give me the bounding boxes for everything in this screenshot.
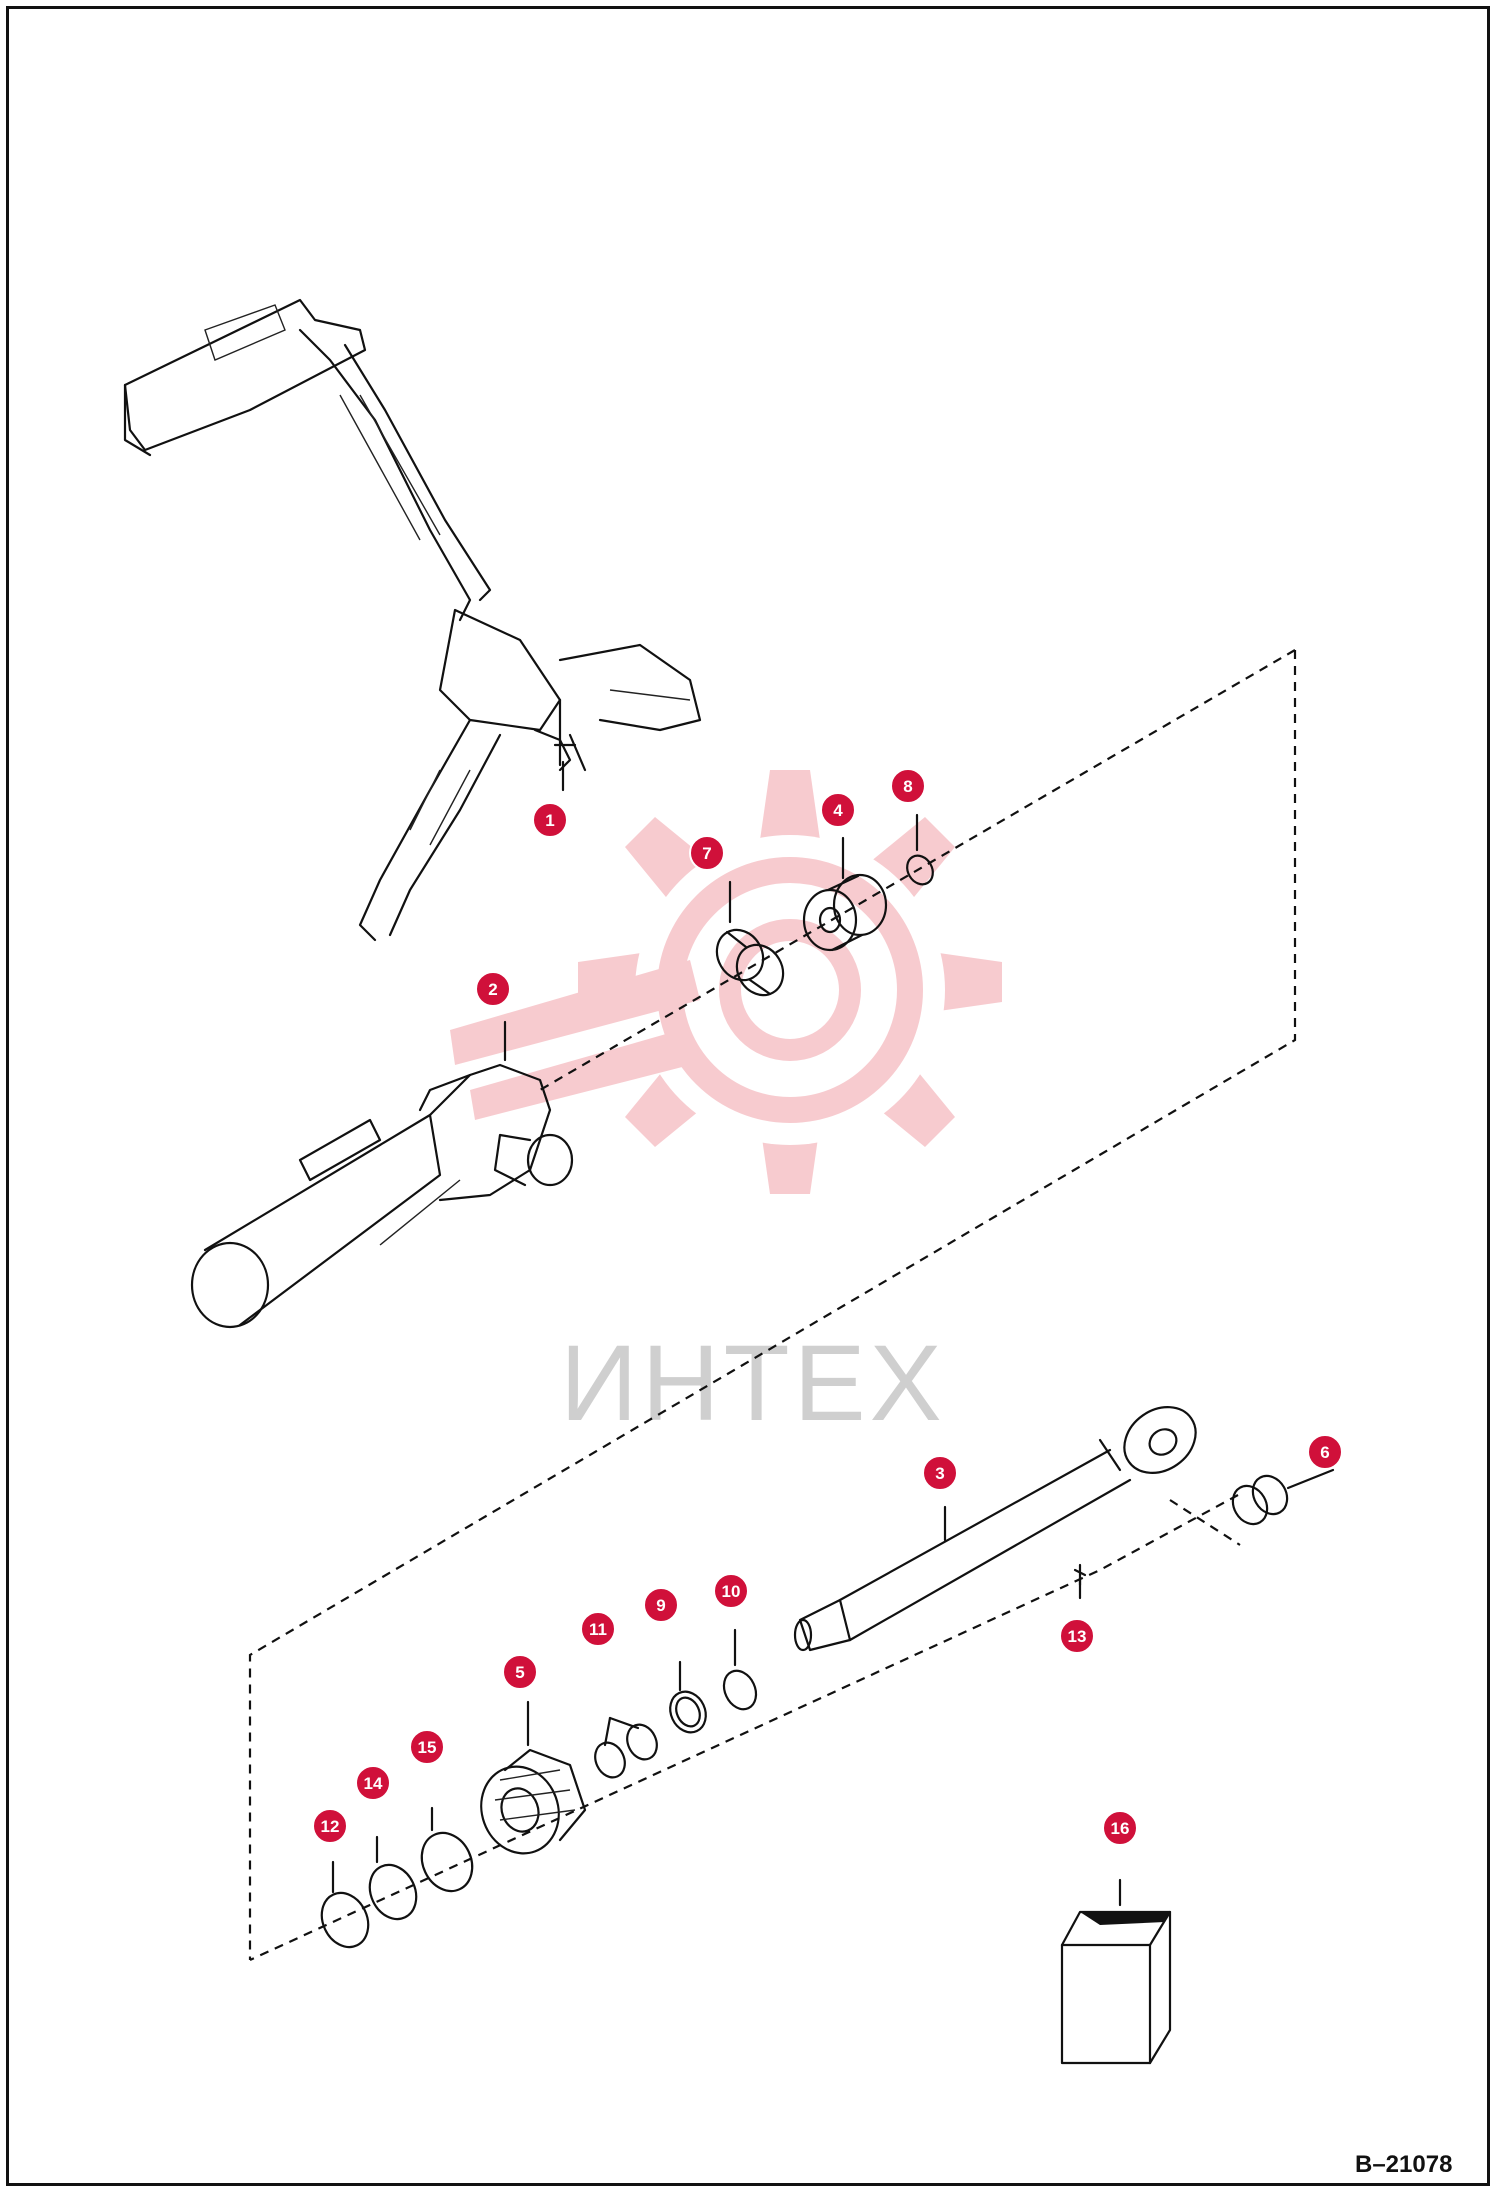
seal-9-drawing	[669, 1690, 707, 1734]
callout-badge-6[interactable]	[1307, 1434, 1343, 1470]
callout-6[interactable]: 6	[1307, 1434, 1343, 1470]
callout-badge-12[interactable]	[312, 1808, 348, 1844]
seal-ring-10-drawing	[722, 1669, 758, 1711]
callout-label-7: 7	[702, 844, 711, 863]
callout-15[interactable]: 15	[409, 1729, 445, 1765]
callout-badge-11[interactable]	[580, 1611, 616, 1647]
seal-kit-16-drawing	[1060, 1910, 1172, 2065]
callout-16[interactable]: 16	[1102, 1810, 1138, 1846]
callout-badge-10[interactable]	[713, 1573, 749, 1609]
callout-label-9: 9	[656, 1596, 665, 1615]
rod-bushing-6-drawing	[1231, 1474, 1289, 1526]
callout-badge-5[interactable]	[502, 1654, 538, 1690]
assembly-axis-dashed	[249, 649, 1296, 1961]
callout-badge-14[interactable]	[355, 1765, 391, 1801]
callout-1[interactable]: 1	[532, 802, 568, 838]
callout-label-16: 16	[1111, 1819, 1130, 1838]
callout-label-1: 1	[545, 811, 554, 830]
callout-badge-1[interactable]	[532, 802, 568, 838]
callout-label-11: 11	[589, 1620, 607, 1639]
callout-4[interactable]: 4	[820, 792, 856, 828]
callout-5[interactable]: 5	[502, 1654, 538, 1690]
o-ring-12-drawing	[320, 1891, 370, 1949]
callout-label-12: 12	[321, 1817, 340, 1836]
bushing-flange-4-drawing	[802, 873, 888, 952]
callout-label-5: 5	[515, 1663, 524, 1682]
callout-badge-2[interactable]	[475, 971, 511, 1007]
retaining-ring-8-drawing	[906, 854, 934, 886]
callout-badge-16[interactable]	[1102, 1810, 1138, 1846]
callout-11[interactable]: 11	[580, 1611, 616, 1647]
callout-badge-3[interactable]	[922, 1455, 958, 1491]
gland-5-drawing	[480, 1748, 587, 1855]
callout-13[interactable]: 13	[1059, 1618, 1095, 1654]
callout-label-13: 13	[1068, 1627, 1087, 1646]
callout-label-10: 10	[722, 1582, 741, 1601]
callout-label-8: 8	[903, 777, 912, 796]
watermark-text: ИНТЕХ	[560, 1322, 946, 1443]
drawing-number: B–21078	[1355, 2151, 1452, 2178]
callout-label-2: 2	[488, 980, 497, 999]
o-ring-14-drawing	[368, 1863, 418, 1921]
callout-3[interactable]: 3	[922, 1455, 958, 1491]
cylinder-barrel-drawing	[190, 1063, 574, 1329]
callout-badge-8[interactable]	[890, 768, 926, 804]
wiper-pair-11-drawing	[594, 1716, 658, 1779]
callout-label-14: 14	[364, 1774, 383, 1793]
callout-9[interactable]: 9	[643, 1587, 679, 1623]
callout-10[interactable]: 10	[713, 1573, 749, 1609]
leader-lines	[331, 760, 1335, 1907]
bushing-7-drawing	[715, 928, 785, 997]
callout-badge-15[interactable]	[409, 1729, 445, 1765]
assembly-envelope-dashed	[248, 650, 1297, 1960]
callout-8[interactable]: 8	[890, 768, 926, 804]
callout-label-6: 6	[1320, 1443, 1329, 1462]
watermark-gear-logo	[450, 770, 1002, 1194]
callout-label-15: 15	[418, 1738, 437, 1757]
callout-2[interactable]: 2	[475, 971, 511, 1007]
piston-rod-drawing	[793, 1406, 1197, 1652]
callout-12[interactable]: 12	[312, 1808, 348, 1844]
callout-badge-13[interactable]	[1059, 1618, 1095, 1654]
boom-assembly-drawing	[123, 298, 702, 942]
backup-ring-15-drawing	[420, 1831, 474, 1893]
callout-badge-9[interactable]	[643, 1587, 679, 1623]
callout-7[interactable]: 7	[689, 835, 725, 871]
callout-label-4: 4	[833, 801, 843, 820]
callout-label-3: 3	[935, 1464, 944, 1483]
callout-badge-7[interactable]	[689, 835, 725, 871]
callout-14[interactable]: 14	[355, 1765, 391, 1801]
callout-badge-4[interactable]	[820, 792, 856, 828]
